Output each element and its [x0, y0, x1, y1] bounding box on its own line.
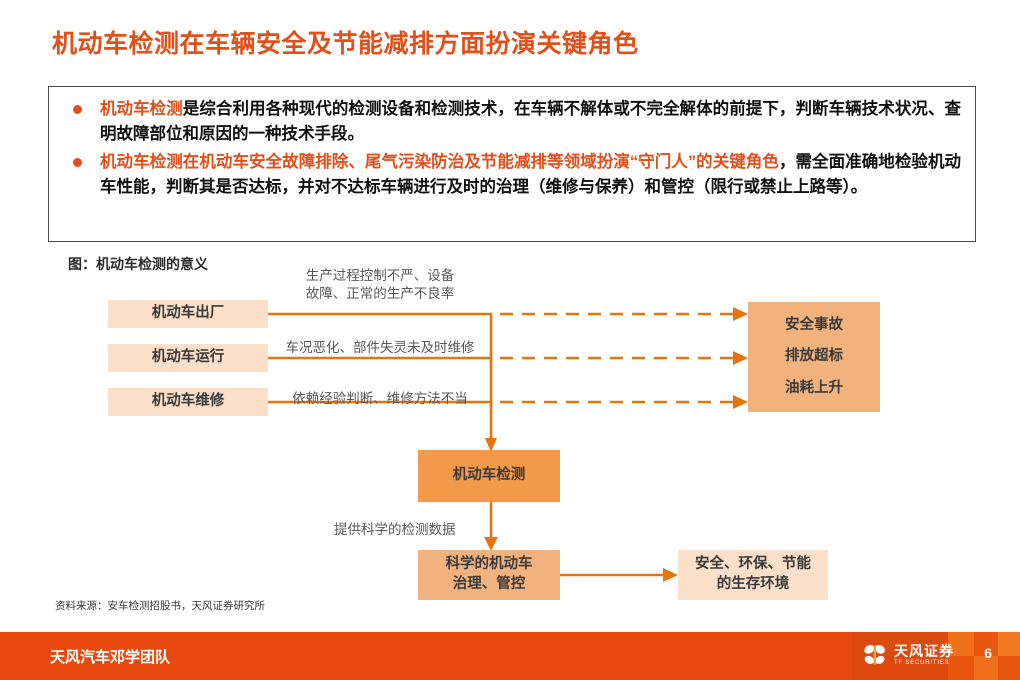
logo-text-cn: 天风证券 — [894, 643, 954, 659]
logo-text-en: TF SECURITIES — [894, 660, 950, 666]
footer-team-label: 天风汽车邓学团队 — [50, 649, 171, 666]
bullet-text: 机动车检测在机动车安全故障排除、尾气污染防治及节能减排等领域扮演“守门人”的关键… — [100, 150, 961, 200]
butterfly-logo-icon — [864, 644, 885, 665]
page-number: 6 — [984, 645, 992, 661]
source-box-1: 机动车出厂 — [108, 300, 268, 328]
bullet-dot-icon — [73, 158, 82, 168]
environment-box: 安全、环保、节能 的生存环境 — [678, 550, 828, 600]
figure-caption: 图：机动车检测的意义 — [68, 256, 208, 272]
bullet-item: 机动车检测是综合利用各种现代的检测设备和检测技术，在车辆不解体或不完全解体的前提… — [63, 97, 961, 147]
mid-label-data: 提供科学的检测数据 — [334, 522, 456, 537]
brand-logo: 天风证券 TF SECURITIES — [862, 642, 954, 668]
bullet-list: 机动车检测是综合利用各种现代的检测设备和检测技术，在车辆不解体或不完全解体的前提… — [49, 87, 975, 200]
summary-text-box: 机动车检测是综合利用各种现代的检测设备和检测技术，在车辆不解体或不完全解体的前提… — [48, 86, 976, 242]
reason-label-2: 车况恶化、部件失灵未及时维修 — [285, 340, 475, 355]
source-box-3: 机动车维修 — [108, 388, 268, 416]
bullet-dot-icon — [73, 105, 82, 114]
center-box-inspection: 机动车检测 — [418, 450, 560, 502]
bullet-text: 机动车检测是综合利用各种现代的检测设备和检测技术，在车辆不解体或不完全解体的前提… — [100, 97, 961, 147]
flow-diagram: 机动车出厂 机动车运行 机动车维修 生产过程控制不严、设备 故障、正常的生产不良… — [0, 260, 1020, 600]
result-item-1: 安全事故 — [785, 316, 843, 333]
result-box: 安全事故 排放超标 油耗上升 — [748, 302, 880, 412]
bullet-highlight: 机动车检测 — [100, 100, 183, 118]
governance-box: 科学的机动车 治理、管控 — [418, 550, 560, 600]
bullet-highlight: 机动车检测在机动车安全故障排除、尾气污染防治及节能减排等领域扮演“守门人”的关键… — [100, 153, 779, 172]
result-item-3: 油耗上升 — [785, 379, 843, 396]
result-item-2: 排放超标 — [785, 348, 843, 365]
footer-bar: 天风汽车邓学团队 — [0, 632, 1020, 680]
bullet-item: 机动车检测在机动车安全故障排除、尾气污染防治及节能减排等领域扮演“守门人”的关键… — [63, 150, 961, 200]
bullet-body: ，需全面准确地检验机动车性能，判断其是否达标，并对不达标车辆进行及时的治理（维修… — [100, 153, 962, 197]
bullet-body: 是综合利用各种现代的检测设备和检测技术，在车辆不解体或不完全解体的前提下，判断车… — [100, 100, 962, 144]
page-title: 机动车检测在车辆安全及节能减排方面扮演关键角色 — [52, 30, 639, 58]
footer-logo-area: 天风证券 TF SECURITIES — [852, 632, 1020, 680]
source-note: 资料来源：安车检测招股书，天风证券研究所 — [55, 600, 265, 612]
source-box-2: 机动车运行 — [108, 344, 268, 372]
reason-label-3: 依赖经验判断、维修方法不当 — [292, 391, 468, 406]
reason-label-1: 生产过程控制不严、设备 故障、正常的生产不良率 — [305, 268, 455, 301]
